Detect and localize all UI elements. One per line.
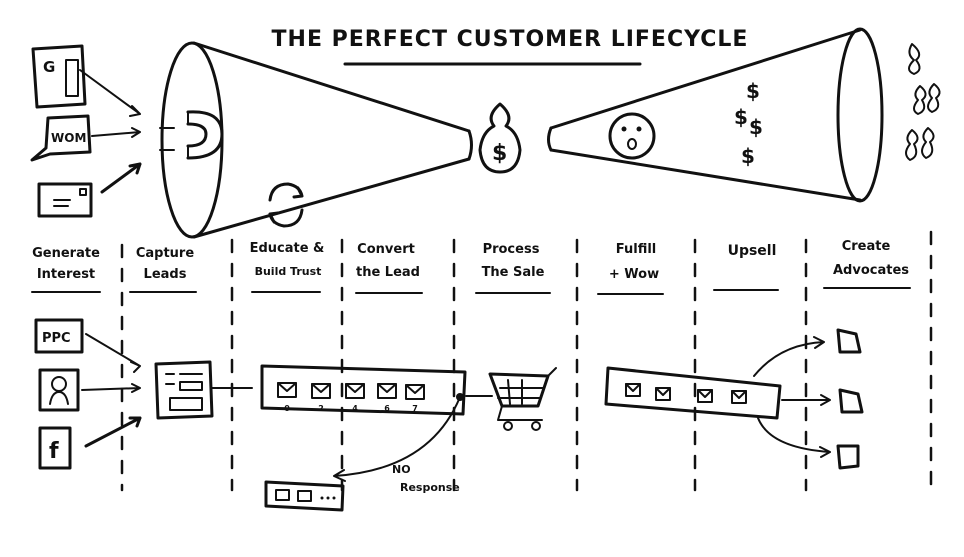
stage-5-label-2: The Sale	[482, 265, 545, 280]
upsell-arrow-top	[753, 336, 825, 377]
surprised-face-icon	[608, 112, 656, 160]
email-icon	[275, 489, 290, 501]
no-response-label-2: Response	[400, 481, 460, 494]
landing-page-form	[154, 360, 214, 420]
stage-8-label: Create	[842, 239, 891, 254]
facebook-label: f	[49, 439, 59, 464]
svg-text:$: $	[492, 141, 507, 166]
email-icon	[405, 384, 425, 400]
acquisition-funnel	[160, 41, 473, 239]
google-label: G	[43, 58, 55, 76]
package-icon	[731, 390, 747, 404]
shopping-cart-icon	[488, 367, 557, 431]
fulfillment-sequence	[604, 366, 782, 420]
wom-label: WOM	[51, 131, 86, 145]
day-label: 6	[384, 404, 390, 413]
stage-3-label: Educate &	[250, 241, 325, 256]
upsell-arrow-middle	[781, 394, 831, 406]
email-icon	[297, 490, 312, 502]
stage-1-label: Generate	[32, 246, 100, 261]
diagram-title: THE PERFECT CUSTOMER LIFECYCLE	[272, 27, 749, 52]
email-source	[37, 182, 93, 218]
dollar-sign-2: $	[734, 105, 748, 129]
day-label: 0	[284, 404, 290, 413]
stage-1-label-2: Interest	[37, 267, 95, 282]
package-icon	[697, 389, 713, 403]
word-of-mouth-source: WOM	[30, 114, 92, 162]
stage-2-label: Capture	[136, 246, 194, 261]
day-label: 2	[318, 404, 324, 413]
ppc-arrow	[85, 333, 141, 373]
advocate-card	[836, 328, 862, 354]
stage-6-label-2: + Wow	[609, 267, 659, 282]
ppc-source: PPC	[34, 318, 84, 354]
day-label: 7	[412, 404, 418, 413]
advocate-card	[836, 444, 860, 470]
stage-labels: Generate Interest Capture Leads Educate …	[32, 239, 909, 282]
no-response-label: NO	[392, 463, 411, 476]
stage-separators	[120, 230, 933, 492]
email-sequence: 0 2 4 6 7	[260, 364, 467, 416]
stage-3-label-2: Build Trust	[255, 265, 322, 278]
stage-5-label: Process	[483, 242, 540, 257]
package-icon	[625, 383, 641, 397]
stage-underlines	[31, 287, 911, 295]
stage-2-label-2: Leads	[144, 267, 187, 282]
advocacy-funnel	[547, 27, 884, 203]
email-icon	[277, 382, 297, 398]
profile-arrow	[81, 383, 141, 393]
upsell-arrow-bottom	[757, 417, 831, 458]
stage-7-label: Upsell	[728, 243, 777, 259]
email-icon	[377, 383, 397, 399]
google-source: G	[31, 44, 87, 109]
money-bag-icon: $	[478, 102, 522, 174]
follow-up-sequence	[264, 480, 345, 512]
envelope-icon	[37, 182, 93, 218]
facebook-arrow	[84, 416, 142, 448]
stage-4-label-2: the Lead	[356, 265, 420, 280]
ppc-label: PPC	[42, 331, 71, 346]
profile-source	[38, 368, 80, 412]
advocate-card	[838, 388, 864, 414]
wom-arrow	[91, 127, 141, 138]
dollar-sign-3: $	[749, 115, 763, 139]
package-icon	[655, 387, 671, 401]
magnet-icon	[159, 110, 224, 160]
dollar-sign-1: $	[746, 79, 760, 103]
facebook-source: f	[38, 426, 72, 470]
google-arrow	[79, 69, 141, 117]
stage-6-label: Fulfill	[616, 242, 657, 257]
people-group-icon	[905, 43, 941, 161]
day-label: 4	[352, 404, 358, 413]
stage-8-label-2: Advocates	[833, 263, 909, 278]
email-arrow	[100, 162, 142, 194]
refresh-cycle-icon	[268, 182, 304, 228]
dollar-sign-4: $	[741, 144, 755, 168]
email-icon	[345, 383, 365, 399]
stage-4-label: Convert	[357, 242, 415, 257]
email-icon	[311, 383, 331, 399]
no-response-arrow	[333, 396, 461, 482]
